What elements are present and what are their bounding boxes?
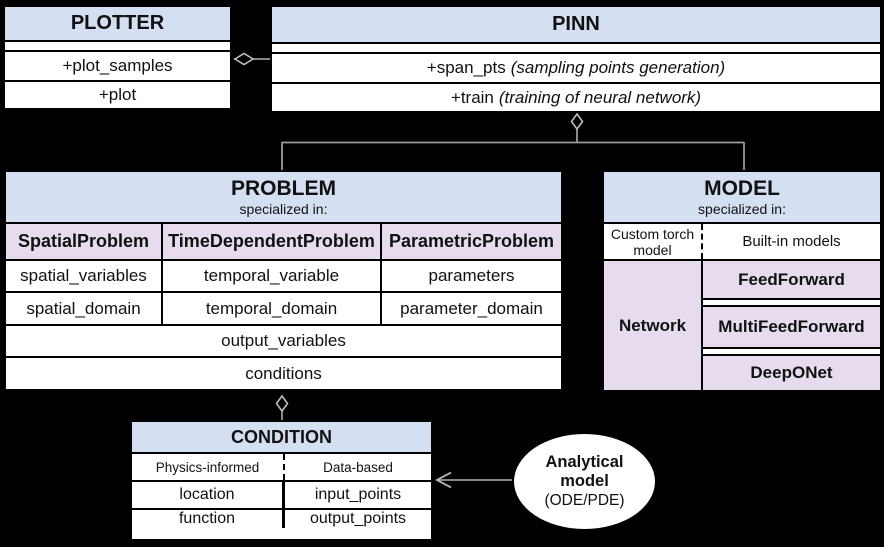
problem-title: PROBLEM: [231, 177, 336, 200]
model-header: MODEL specialized in:: [604, 172, 880, 222]
built-in-models-header: Built-in models: [701, 224, 880, 259]
attribute-cell: location: [132, 482, 283, 508]
built-in-models-column: FeedForward MultiFeedForward DeepONet: [703, 261, 880, 390]
attribute-cell: output_points: [283, 510, 431, 528]
attribute-cell: input_points: [283, 482, 431, 508]
model-subtitle: specialized in:: [698, 201, 786, 217]
attribute-cell: conditions: [245, 363, 322, 383]
physics-informed-header: Physics-informed: [155, 459, 260, 475]
pinn-empty-compartment: [272, 42, 880, 52]
attribute-cell: spatial_domain: [26, 298, 141, 318]
pinn-method-label: +span_pts: [426, 58, 506, 77]
plotter-empty-compartment: [5, 40, 230, 50]
problem-attr-row: spatial_variables temporal_variable para…: [6, 259, 561, 291]
model-item: DeepONet: [703, 354, 880, 390]
model-item: MultiFeedForward: [703, 305, 880, 349]
problem-subclass-header-row: SpatialProblem TimeDependentProblem Para…: [6, 222, 561, 259]
attribute-cell: function: [132, 510, 283, 528]
pinn-method-row: +train (training of neural network): [272, 82, 880, 111]
condition-attr-row: location input_points: [132, 480, 431, 508]
model-title: MODEL: [704, 177, 780, 200]
attribute-cell: parameter_domain: [380, 293, 561, 324]
problem-shared-row: output_variables: [6, 324, 561, 356]
problem-attr-row: spatial_domain temporal_domain parameter…: [6, 291, 561, 324]
problem-subtitle: specialized in:: [239, 201, 328, 217]
plotter-method-label: +plot: [98, 85, 137, 104]
analytical-model-label: model: [560, 472, 609, 490]
analytical-model-ellipse: Analytical model (ODE/PDE): [512, 432, 657, 531]
subclass-header: TimeDependentProblem: [161, 224, 380, 259]
attribute-cell: temporal_variable: [161, 261, 380, 291]
network-cell: Network: [604, 261, 703, 390]
analytical-model-label: Analytical: [545, 453, 624, 471]
problem-shared-row: conditions: [6, 356, 561, 389]
pinn-method-row: +span_pts (sampling points generation): [272, 52, 880, 82]
pinn-class-box: PINN +span_pts (sampling points generati…: [270, 5, 882, 113]
model-item: FeedForward: [703, 261, 880, 300]
custom-torch-model-header: Custom torch model: [610, 225, 695, 258]
plotter-method-label: +plot_samples: [62, 56, 173, 75]
model-split-header-row: Custom torch model Built-in models: [604, 222, 880, 259]
condition-header: CONDITION: [132, 422, 431, 452]
aggregation-diamond-icon: [233, 52, 255, 66]
pinn-method-annotation: (sampling points generation): [510, 58, 726, 77]
plotter-header: PLOTTER: [5, 7, 230, 40]
plotter-class-box: PLOTTER +plot_samples +plot: [3, 5, 232, 110]
aggregation-diamond-icon: [275, 394, 289, 413]
model-class-box: MODEL specialized in: Custom torch model…: [602, 170, 882, 392]
subclass-header: ParametricProblem: [380, 224, 561, 259]
pinn-method-label: +train: [450, 87, 494, 107]
aggregation-diamond-icon: [570, 112, 584, 131]
subclass-header: SpatialProblem: [6, 224, 161, 259]
open-arrowhead-icon: [435, 471, 452, 489]
attribute-cell: output_variables: [221, 331, 346, 350]
condition-attr-row: function output_points: [132, 508, 431, 528]
data-based-header: Data-based: [283, 454, 431, 480]
plotter-method-row: +plot_samples: [5, 50, 230, 80]
attribute-cell: spatial_variables: [20, 266, 147, 285]
pinn-header: PINN: [272, 7, 880, 42]
problem-class-box: PROBLEM specialized in: SpatialProblem T…: [4, 170, 563, 391]
attribute-cell: parameters: [380, 261, 561, 291]
plotter-method-row: +plot: [5, 80, 230, 108]
condition-split-header-row: Physics-informed Data-based: [132, 452, 431, 480]
pinn-title: PINN: [552, 13, 600, 35]
condition-title: CONDITION: [231, 426, 332, 447]
model-body: Network FeedForward MultiFeedForward Dee…: [604, 259, 880, 390]
pinn-method-annotation: (training of neural network): [498, 87, 702, 107]
condition-class-box: CONDITION Physics-informed Data-based lo…: [130, 420, 433, 541]
problem-header: PROBLEM specialized in:: [6, 172, 561, 222]
attribute-cell: temporal_domain: [161, 293, 380, 324]
plotter-title: PLOTTER: [70, 12, 165, 34]
analytical-model-detail: (ODE/PDE): [544, 492, 625, 509]
